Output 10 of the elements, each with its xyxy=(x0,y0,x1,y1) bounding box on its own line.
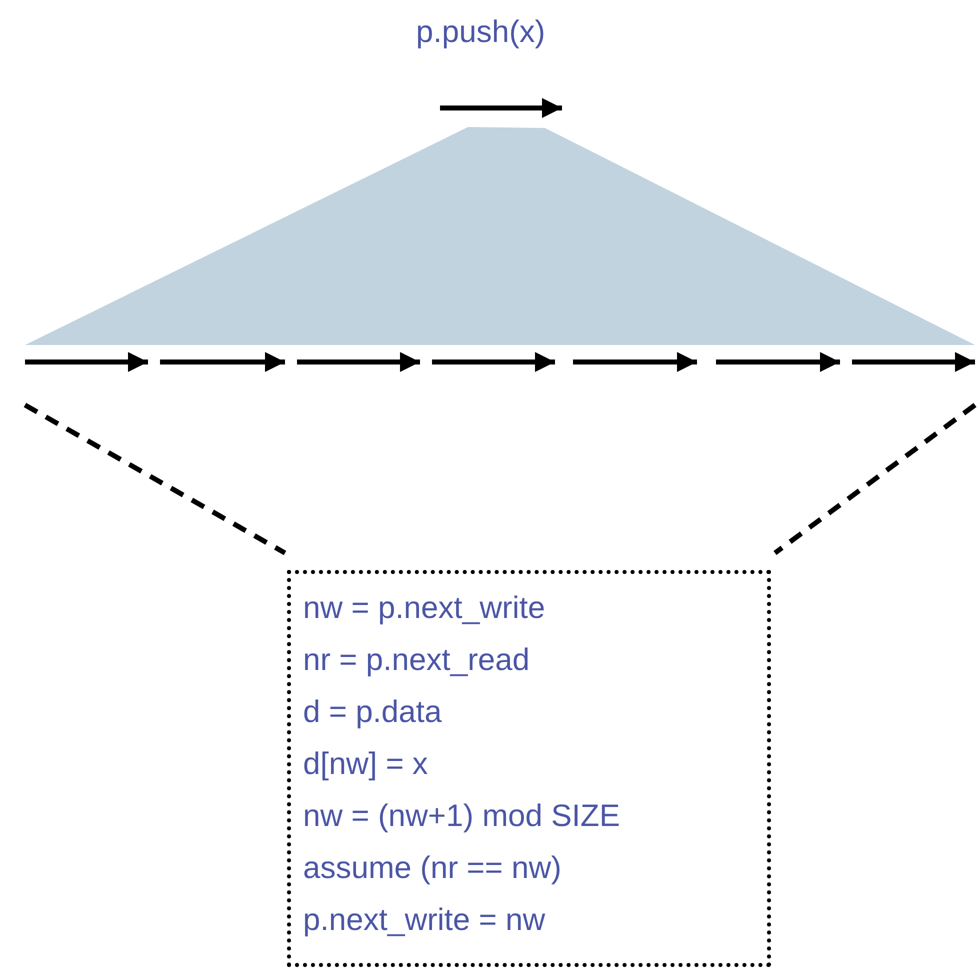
function-call-label: p.push(x) xyxy=(416,14,546,50)
trapezoid-shape xyxy=(25,127,975,345)
code-line: d = p.data xyxy=(303,693,442,731)
code-line: d[nw] = x xyxy=(303,745,428,783)
code-line: nw = p.next_write xyxy=(303,589,546,627)
code-line: nw = (nw+1) mod SIZE xyxy=(303,797,620,835)
code-box xyxy=(287,570,771,967)
code-line: nr = p.next_read xyxy=(303,641,530,679)
code-line: assume (nr == nw) xyxy=(303,849,562,887)
code-line: p.next_write = nw xyxy=(303,901,546,939)
